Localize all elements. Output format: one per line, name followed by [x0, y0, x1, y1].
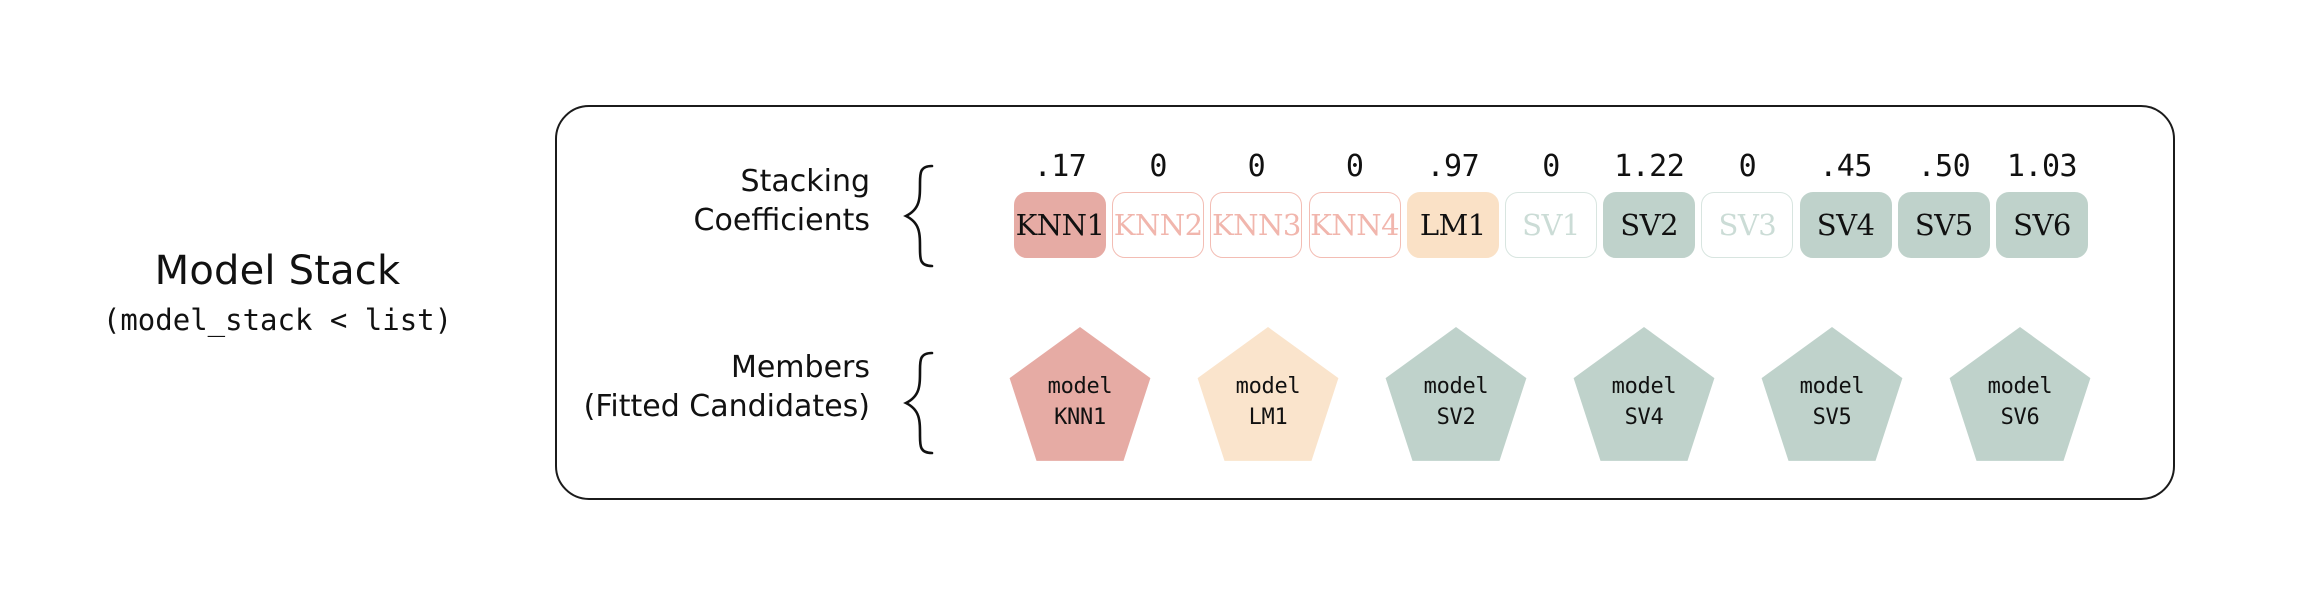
model-pill-label: SV5	[1914, 208, 1973, 242]
member-label-line2: KNN1	[1054, 405, 1106, 431]
stacking-coefficients-label: Stacking Coefficients	[560, 162, 870, 240]
model-pill-sv6[interactable]: SV6	[1996, 192, 2088, 258]
member-label-line1: model	[1987, 374, 2053, 399]
model-pill-label: KNN1	[1015, 208, 1105, 242]
model-pill-knn1[interactable]: KNN1	[1014, 192, 1106, 258]
coefficient-value-knn3: 0	[1210, 148, 1302, 186]
member-label-line2: SV6	[2000, 405, 2040, 431]
coefficient-value-lm1: .97	[1407, 148, 1499, 186]
pentagon-shape	[1385, 327, 1527, 461]
model-pill-label: KNN4	[1310, 208, 1400, 242]
left-curly-brace-icon	[895, 350, 941, 456]
pentagon-shape	[1009, 327, 1151, 461]
member-label-line1: model	[1423, 374, 1489, 399]
pentagon-shape	[1197, 327, 1339, 461]
coefficient-value-sv4: .45	[1800, 148, 1892, 186]
coefficient-value-text: .17	[1033, 149, 1087, 184]
left-curly-brace-icon	[895, 163, 941, 269]
page-title: Model Stack	[154, 248, 401, 294]
coefficient-value-text: .45	[1819, 149, 1872, 184]
coefficient-value-text: .97	[1426, 149, 1480, 184]
coefficient-value-sv6: 1.03	[1996, 148, 2088, 186]
model-pill-knn2[interactable]: KNN2	[1112, 192, 1205, 258]
member-label-line1: model	[1799, 374, 1865, 399]
member-label-line2: SV2	[1436, 405, 1476, 431]
model-pill-sv2[interactable]: SV2	[1603, 192, 1696, 258]
member-label-line2: LM1	[1248, 405, 1288, 431]
model-stack-caption: Model Stack (model_stack < list)	[0, 248, 555, 337]
member-label-line1: model	[1235, 374, 1301, 399]
coefficient-value-knn2: 0	[1112, 148, 1204, 186]
model-pill-label: SV1	[1522, 208, 1580, 242]
coefficient-value-text: 0	[1149, 149, 1167, 184]
member-label-line1: model	[1611, 374, 1677, 399]
model-pill-knn3[interactable]: KNN3	[1210, 192, 1303, 258]
model-pill-label: SV3	[1718, 208, 1777, 242]
model-pill-label: SV6	[2013, 208, 2071, 242]
pentagon-shape	[1949, 327, 2091, 461]
member-label-line1: model	[1047, 374, 1113, 399]
model-pill-label: LM1	[1419, 208, 1486, 242]
model-pill-label: KNN2	[1113, 208, 1203, 242]
model-pill-knn4[interactable]: KNN4	[1308, 192, 1401, 258]
coefficient-value-text: 0	[1738, 149, 1757, 184]
coefficient-value-knn1: .17	[1014, 148, 1106, 186]
coefficient-value-text: 0	[1542, 149, 1560, 184]
members-label: Members (Fitted Candidates)	[520, 348, 870, 426]
members-label-line2: (Fitted Candidates)	[583, 389, 870, 424]
coefficient-value-text: 1.22	[1614, 149, 1685, 184]
model-pill-sv5[interactable]: SV5	[1897, 192, 1990, 258]
model-pill-sv1[interactable]: SV1	[1505, 192, 1597, 258]
model-pill-lm1[interactable]: LM1	[1406, 192, 1499, 258]
member-label-line2: SV5	[1812, 405, 1852, 431]
model-stack-container	[555, 105, 2175, 500]
member-label-line2: SV4	[1624, 405, 1664, 431]
coefficient-value-sv3: 0	[1701, 148, 1793, 186]
coefficient-value-knn4: 0	[1309, 148, 1401, 186]
coefficient-value-sv5: .50	[1898, 148, 1990, 186]
model-pill-sv4[interactable]: SV4	[1799, 192, 1892, 258]
coefficient-value-text: 1.03	[2006, 149, 2078, 184]
model-pill-label: KNN3	[1211, 208, 1301, 242]
model-pill-label: SV2	[1620, 208, 1679, 242]
model-pill-label: SV4	[1816, 208, 1875, 242]
page-subtitle: (model_stack < list)	[102, 303, 453, 337]
coefficient-value-text: .50	[1917, 149, 1971, 184]
coefficient-value-sv1: 0	[1505, 148, 1597, 186]
model-pill-sv3[interactable]: SV3	[1701, 192, 1794, 258]
members-label-line1: Members	[730, 350, 870, 385]
coefficient-value-text: 0	[1247, 149, 1266, 184]
pentagon-shape	[1761, 327, 1903, 461]
coefficient-value-text: 0	[1345, 149, 1364, 184]
stacking-coefficients-label-line2: Coefficients	[693, 203, 870, 238]
stacking-coefficients-label-line1: Stacking	[740, 164, 870, 199]
pentagon-shape	[1573, 327, 1715, 461]
coefficient-value-sv2: 1.22	[1603, 148, 1695, 186]
